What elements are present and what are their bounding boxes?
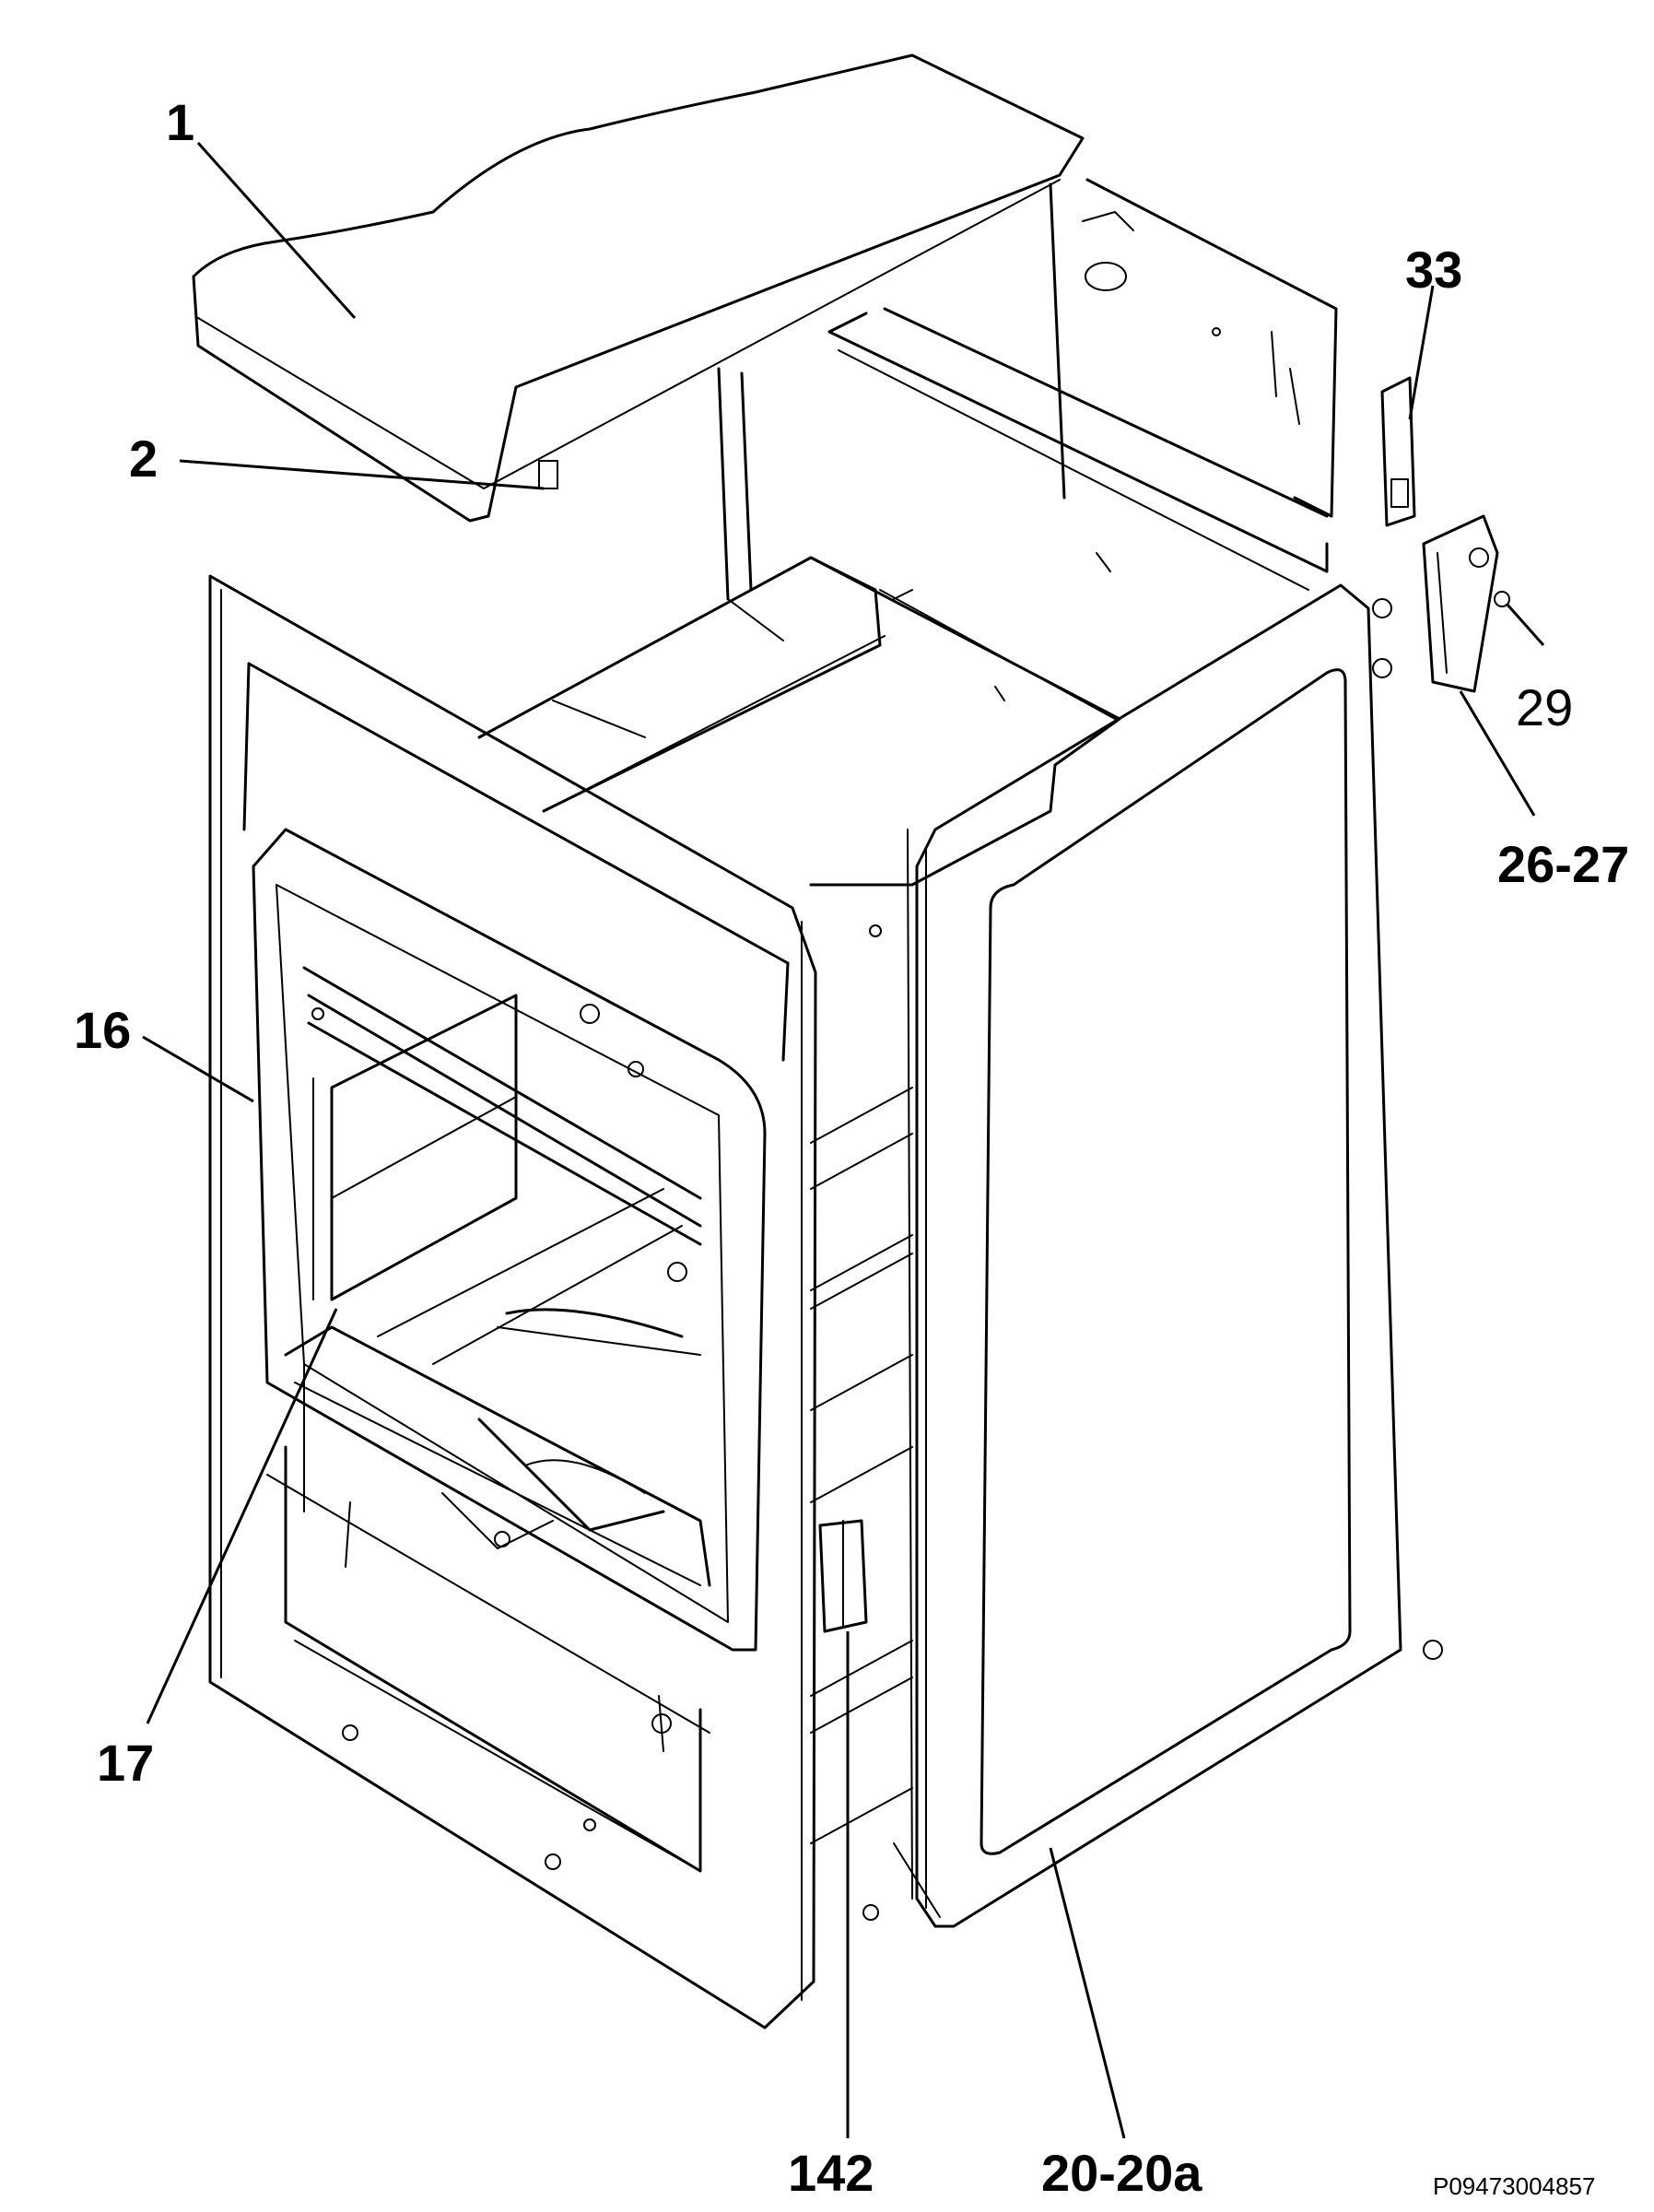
reference-code: P09473004857 bbox=[1433, 2172, 1596, 2200]
hinge-parts bbox=[1380, 376, 1510, 693]
callout-1: 1 bbox=[166, 93, 195, 151]
callout-29: 29 bbox=[1516, 678, 1574, 736]
callout-33: 33 bbox=[1405, 241, 1463, 299]
callout-142: 142 bbox=[788, 2144, 874, 2202]
callout-17: 17 bbox=[97, 1734, 155, 1792]
leader-lines bbox=[142, 141, 1545, 2139]
callout-2: 2 bbox=[129, 429, 158, 488]
mid-rails bbox=[810, 1087, 913, 1844]
oven-cavity bbox=[252, 828, 767, 1652]
callout-20-20a: 20-20a bbox=[1041, 2144, 1202, 2202]
front-frame bbox=[208, 574, 817, 2030]
callout-26-27: 26-27 bbox=[1497, 835, 1630, 893]
inner-compartment bbox=[477, 552, 1121, 887]
rear-frame bbox=[717, 178, 1338, 601]
top-panel bbox=[192, 53, 1085, 523]
callout-16: 16 bbox=[74, 1001, 132, 1059]
side-panel bbox=[862, 583, 1443, 1928]
